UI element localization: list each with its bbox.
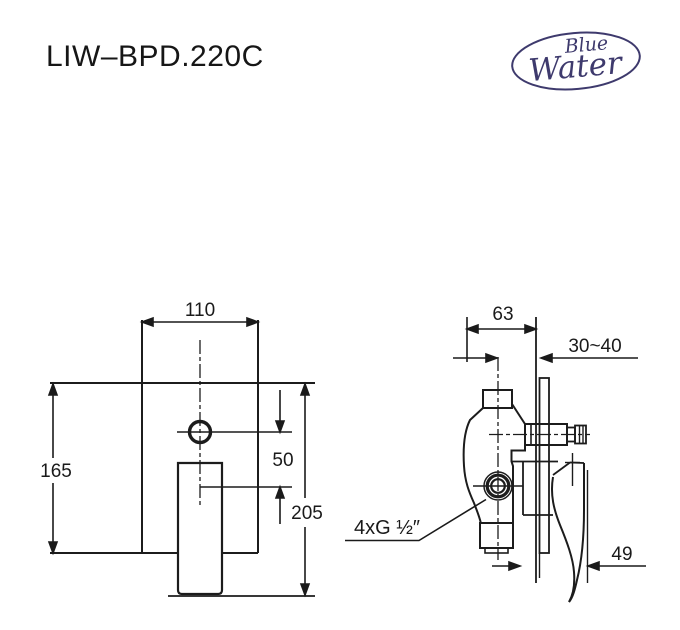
dim-63-text: 63	[492, 304, 513, 325]
side-plate	[538, 377, 550, 554]
dim-165-text: 165	[40, 461, 72, 482]
dim-50-arrow-top	[274, 420, 286, 435]
dim-205-arrow-bottom	[299, 583, 311, 598]
model-code-title: LIW–BPD.220C	[46, 40, 264, 73]
logo-word-blue: Blue	[563, 32, 609, 58]
dim-3040-arrow-left	[485, 352, 500, 364]
dim-49-arrow-right	[585, 560, 600, 572]
dim-110-text: 110	[185, 300, 215, 321]
side-body-right-outline	[510, 445, 526, 523]
dim-110-arrow-right	[246, 316, 261, 328]
logo-word-water: Water	[527, 45, 625, 89]
dim-50-arrow-bottom	[274, 484, 286, 499]
side-lever-back-edge	[568, 463, 585, 603]
connection-label-text: 4xG ½″	[354, 517, 420, 539]
side-lever-mount-diagonal	[552, 461, 571, 476]
dim-63-arrow-right	[524, 323, 539, 335]
logo-ellipse	[511, 31, 641, 91]
side-view-dimensions	[345, 317, 646, 572]
front-view-dimensions	[47, 316, 311, 598]
dim-165-arrow-bottom	[47, 541, 59, 556]
side-body-left-outline	[462, 407, 484, 525]
front-cartridge-circle	[187, 419, 213, 445]
side-view	[462, 317, 590, 603]
side-neck-right	[511, 403, 526, 425]
front-handle-outline	[176, 461, 224, 596]
front-view	[50, 320, 315, 597]
side-lever-front-edge	[550, 476, 576, 603]
dim-3040-arrow-right	[538, 352, 553, 364]
blue-water-logo: Blue Water	[511, 31, 641, 91]
side-bottom-stub-step	[484, 547, 509, 554]
side-bottom-stub	[479, 522, 514, 549]
dim-49-arrow-left	[508, 560, 523, 572]
dim-110-arrow-left	[139, 316, 154, 328]
dim-63-arrow-left	[464, 323, 479, 335]
dim-3040-text: 30~40	[568, 336, 621, 357]
dim-165-arrow-top	[47, 381, 59, 396]
dim-205-text: 205	[291, 503, 323, 524]
dim-49-text: 49	[611, 544, 632, 565]
dim-205-arrow-top	[299, 381, 311, 396]
connection-leader-line	[345, 498, 487, 542]
dim-50-text: 50	[272, 450, 293, 471]
